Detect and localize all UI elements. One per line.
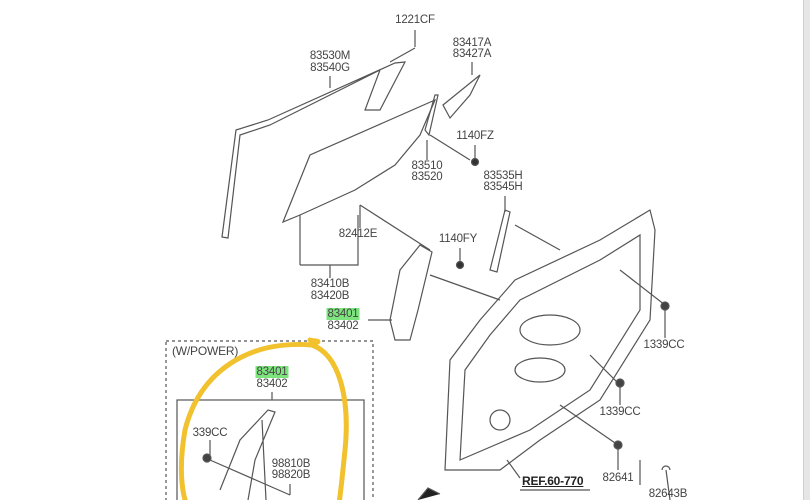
glass-run-channel (221, 61, 407, 239)
part-label: 83540G (310, 62, 350, 74)
door-inner-panel (444, 209, 656, 471)
channel-strip-2 (489, 209, 511, 273)
part-label: 83417A (452, 37, 492, 49)
part-label: 83535H (483, 170, 523, 182)
part-label: 82412E (338, 228, 378, 240)
nut (615, 378, 625, 388)
part-label: 1339CC (643, 339, 685, 351)
highlighted-part-label: 83401 (326, 308, 360, 320)
nut (202, 453, 212, 463)
arrow-icon (417, 487, 441, 500)
power-option-box (165, 340, 374, 500)
part-label: 1339CC (599, 406, 641, 418)
part-label: 82641 (602, 472, 634, 484)
part-label: 82643B (648, 488, 688, 500)
part-label: 1140FZ (456, 130, 494, 142)
channel-strip (424, 94, 439, 137)
part-label: 83530M (309, 50, 351, 62)
part-label: 83410B (310, 278, 350, 290)
nut (613, 440, 623, 450)
yellow-annotation-circle (178, 337, 349, 500)
hinge (661, 465, 671, 500)
part-label: 83402 (327, 320, 359, 332)
part-label: 1140FY (438, 233, 478, 245)
door-glass (281, 98, 437, 224)
bolt (470, 157, 480, 167)
option-label: (W/POWER) (172, 344, 239, 358)
part-label: 98810B (271, 458, 311, 470)
part-label: 1221CF (395, 14, 435, 26)
quarter-glass (442, 74, 481, 120)
part-label: 98820B (271, 469, 311, 481)
bolt (455, 260, 465, 270)
regulator-power (219, 409, 276, 500)
part-label: 83520 (411, 171, 443, 183)
reference-link[interactable]: REF.60-770 (522, 474, 584, 488)
part-label: 83402 (256, 378, 288, 390)
part-label: 83427A (452, 48, 492, 60)
nut (660, 301, 670, 311)
part-label: 83545H (483, 181, 523, 193)
highlighted-part-label: 83401 (255, 366, 289, 378)
part-label: 83420B (310, 290, 350, 302)
regulator-manual (389, 244, 433, 341)
part-label: 339CC (192, 427, 228, 439)
scrollbar[interactable] (803, 0, 810, 500)
part-label: 83510 (411, 160, 443, 172)
